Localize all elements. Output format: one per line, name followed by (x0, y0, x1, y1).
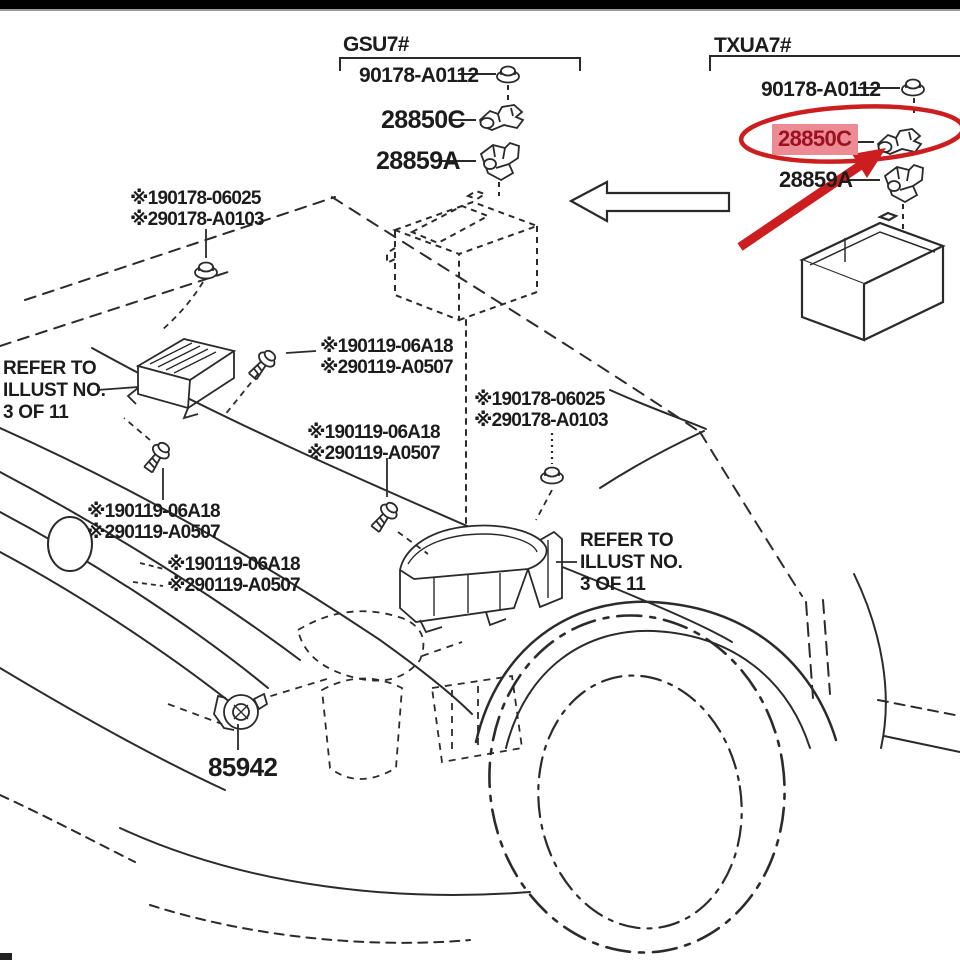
callout-line: ※290119-A0507 (320, 357, 454, 378)
callout-line: ※190178-06025 (474, 389, 605, 410)
refer-note-right: REFER TO ILLUST NO. 3 OF 11 (580, 530, 683, 596)
part-number-28859a-left: 28859A (376, 147, 461, 175)
callout-90119-upper: ※190119-06A18 ※290119-A0507 (320, 336, 454, 378)
red-circle-annotation (738, 104, 960, 164)
callout-line: ※190178-06025 (130, 188, 261, 209)
callout-leaders (96, 229, 577, 750)
gsu7-group (339, 57, 581, 322)
callout-line: ※290178-A0103 (474, 410, 609, 431)
bolt-icon (367, 498, 403, 536)
part-number-90178-a0112-right: 90178-A0112 (761, 78, 881, 101)
relay-box-part (126, 338, 237, 420)
refer-note-left: REFER TO ILLUST NO. 3 OF 11 (3, 358, 106, 424)
clamp-bracket-icon (884, 164, 924, 203)
part-number-85942: 85942 (208, 752, 278, 782)
group-code-txua7: TXUA7# (714, 34, 792, 57)
transfer-arrow (568, 180, 731, 223)
bolt-icon (244, 345, 281, 384)
callout-line: ※290119-A0507 (87, 522, 221, 543)
group-code-gsu7: GSU7# (343, 33, 409, 56)
callout-line: ※290119-A0507 (307, 443, 441, 464)
callout-90119-middle: ※190119-06A18 ※290119-A0507 (307, 422, 441, 464)
txua7-group (709, 55, 960, 342)
battery-dashed (386, 189, 540, 322)
toyota-emblem (47, 516, 93, 572)
nut-icon (901, 78, 925, 97)
txua7-bracket (709, 55, 960, 71)
nut-icon (496, 65, 520, 84)
callout-90178-right: ※190178-06025 ※290178-A0103 (474, 389, 609, 431)
fuse-box-part (398, 524, 563, 634)
callout-line: ※290119-A0507 (167, 575, 301, 596)
gsu7-bracket (339, 57, 581, 71)
battery-solid (799, 211, 946, 342)
wheel-arch-outer (474, 600, 838, 744)
top-bar-shadow (0, 9, 960, 11)
callout-line: ※190119-06A18 (87, 501, 221, 522)
callout-90119-lower: ※190119-06A18 ※290119-A0507 (167, 554, 301, 596)
refer-line: 3 OF 11 (580, 574, 646, 595)
red-annotations (737, 104, 960, 251)
top-black-bar (0, 0, 960, 9)
nut-icon (194, 261, 218, 280)
refer-line: ILLUST NO. (580, 552, 683, 573)
callout-line: ※290178-A0103 (130, 209, 265, 230)
wheel-rim (537, 674, 743, 930)
callout-line: ※190119-06A18 (307, 422, 441, 443)
callout-line: ※190119-06A18 (167, 554, 301, 575)
part-number-90178-a0112-left: 90178-A0112 (359, 64, 479, 87)
refer-left-leader (96, 386, 139, 391)
bolt-icon (139, 438, 175, 476)
callout-line: ※190119-06A18 (320, 336, 454, 357)
callout-90119-left: ※190119-06A18 ※290119-A0507 (87, 501, 221, 543)
clamp-bracket-icon (480, 142, 520, 181)
red-arrow-shaft (737, 161, 864, 251)
car-outline (0, 196, 960, 960)
refer-line: REFER TO (3, 358, 97, 379)
refer-line: ILLUST NO. (3, 380, 106, 401)
engine-bay-parts (167, 610, 524, 780)
nut-icon (540, 466, 564, 485)
callout-90178-left: ※190178-06025 ※290178-A0103 (130, 188, 265, 230)
red-arrow-head (852, 148, 886, 178)
battery-clamp-icon (479, 104, 524, 131)
tire (488, 614, 786, 954)
refer-line: REFER TO (580, 530, 674, 551)
part-number-28850c-highlighted: 28850C (772, 124, 859, 155)
refer-line: 3 OF 11 (3, 402, 69, 423)
part-number-28859a-right: 28859A (779, 167, 853, 192)
horn-part (213, 692, 269, 731)
wheel-arch-inner (505, 629, 811, 749)
part-number-28850c-left: 28850C (381, 106, 466, 134)
left-arrow-icon (568, 180, 731, 223)
